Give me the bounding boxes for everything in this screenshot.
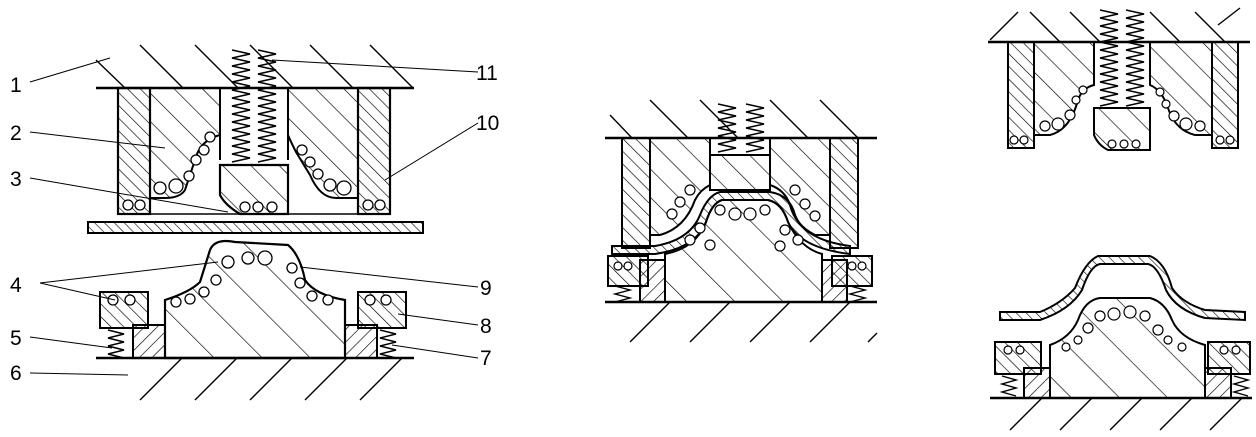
middle-punch	[709, 154, 771, 191]
right-lower-balls	[1003, 305, 1241, 355]
callout-7: 7	[480, 347, 492, 370]
callout-10: 10	[476, 112, 499, 135]
right-base	[990, 396, 1252, 431]
lower-die-9	[163, 239, 347, 360]
upper-plate	[95, 44, 414, 90]
leader-lines	[29, 57, 479, 376]
left-ring-8	[99, 291, 149, 329]
callout-5: 5	[10, 327, 22, 350]
middle-balls	[613, 184, 867, 271]
right-outer-ring-left	[1007, 41, 1035, 149]
right-upper-plate	[988, 7, 1250, 44]
right-insert-left	[1023, 367, 1051, 399]
left-insert	[132, 324, 166, 359]
right-insert	[344, 324, 378, 359]
right-upper-balls	[1009, 85, 1235, 149]
view-forming	[605, 99, 878, 343]
right-insert-right	[1204, 367, 1232, 399]
callout-11: 11	[476, 62, 498, 85]
sheet-blank	[87, 221, 424, 234]
callout-4: 4	[10, 274, 22, 297]
base-plate-6	[96, 356, 414, 401]
callout-6: 6	[10, 362, 22, 385]
outer-ring-right	[356, 86, 392, 216]
middle-outer-ring-left	[621, 137, 651, 249]
view-before-forming: 1 2 3 4 5 6 7 8 9 10 11	[10, 44, 499, 401]
view-after-forming	[988, 7, 1252, 431]
upper-balls	[122, 131, 386, 213]
outer-ring-left	[116, 86, 152, 216]
middle-base	[605, 300, 878, 343]
formed-part	[999, 255, 1246, 322]
middle-insert-left	[639, 259, 666, 303]
middle-insert-right	[821, 259, 848, 303]
middle-outer-ring-right	[829, 137, 859, 249]
callout-2: 2	[10, 122, 22, 145]
callout-8: 8	[480, 315, 492, 338]
callout-9: 9	[480, 277, 492, 300]
callout-1: 1	[10, 74, 22, 97]
middle-upper-plate	[605, 99, 877, 140]
callout-3: 3	[10, 168, 22, 191]
spring-11	[219, 49, 289, 163]
right-outer-ring-right	[1211, 41, 1239, 149]
lower-balls	[107, 250, 392, 308]
